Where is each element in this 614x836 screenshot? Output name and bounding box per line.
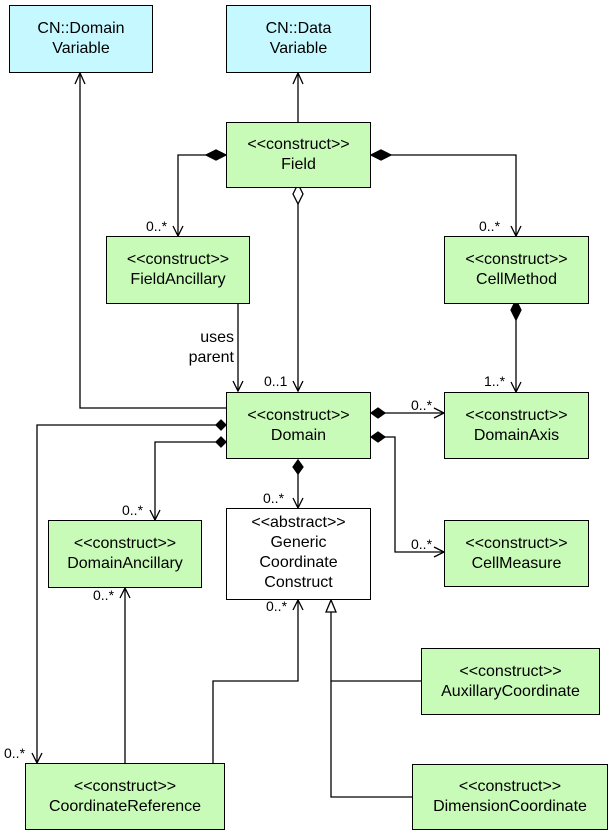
composition-diamond-cellmeasure xyxy=(369,431,387,443)
coordinate-reference-box: <<construct>> CoordinateReference xyxy=(25,763,225,830)
cell-measure-stereotype: <<construct>> xyxy=(465,534,568,552)
cn-domain-variable-line1: CN::Domain xyxy=(37,20,125,37)
multiplicity-field-ancillary: 0..* xyxy=(146,218,168,234)
uses-parent-line2: parent xyxy=(188,349,234,366)
composition-diamond-cellmethod xyxy=(369,149,393,161)
dimension-coordinate-stereotype: <<construct>> xyxy=(458,778,562,795)
dimension-coordinate-box: <<construct>> DimensionCoordinate xyxy=(412,764,608,830)
domain-ancillary-name: DomainAncillary xyxy=(67,555,183,572)
composition-diamond-domainaxis xyxy=(369,407,387,419)
domain-ancillary-stereotype: <<construct>> xyxy=(73,535,177,552)
arrowhead-domainancillary-from-coordref xyxy=(119,586,131,599)
arrowhead-genericcoordinate-from-coordref xyxy=(292,598,304,611)
arrowhead-domain-variable xyxy=(74,71,86,85)
field-ancillary-stereotype: <<construct>> xyxy=(126,251,230,268)
composition-diamond-domainaxis-cellmethod xyxy=(510,298,522,322)
generic-coordinate-line3: Construct xyxy=(264,574,333,591)
multiplicity-domain-from-field: 0..1 xyxy=(264,373,288,389)
field-ancillary-box: <<construct>> FieldAncillary xyxy=(106,236,250,304)
domain-stereotype: <<construct>> xyxy=(247,406,350,424)
cn-data-variable-line2: Variable xyxy=(269,40,328,57)
domain-to-domainancillary-line xyxy=(154,441,216,520)
auxcoord-generalization-line xyxy=(330,612,421,682)
domain-to-cellmeasure-line xyxy=(385,436,444,553)
coordref-to-genericcoordinate-line xyxy=(212,600,299,763)
dimension-coordinate-name: DimensionCoordinate xyxy=(433,798,587,815)
cn-data-variable-line1: CN::Data xyxy=(265,20,332,37)
field-to-fieldancillary-line xyxy=(177,154,226,236)
multiplicity-coordinate-reference: 0..* xyxy=(4,745,26,761)
domain-to-coordinatereference-line xyxy=(36,424,216,763)
uses-parent-line1: uses xyxy=(200,329,234,346)
uses-parent-label: uses parent xyxy=(176,328,234,368)
multiplicity-domain-axis-from-domain: 0..* xyxy=(411,397,433,413)
arrowhead-domain-from-fieldancillary xyxy=(232,380,244,393)
cn-domain-variable-box: CN::Domain Variable xyxy=(9,5,153,73)
coordinate-reference-stereotype: <<construct>> xyxy=(73,777,177,795)
auxiliary-coordinate-name: AuxillaryCoordinate xyxy=(441,682,580,700)
cn-domain-variable-line2: Variable xyxy=(52,40,110,57)
cell-method-name: CellMethod xyxy=(476,271,557,288)
cell-method-box: <<construct>> CellMethod xyxy=(444,236,589,304)
domain-axis-box: <<construct>> DomainAxis xyxy=(444,392,589,459)
domain-ancillary-box: <<construct>> DomainAncillary xyxy=(48,520,202,588)
composition-diamond-coordinatereference xyxy=(215,419,227,431)
generalization-triangle xyxy=(325,598,337,613)
generic-coordinate-construct-box: <<abstract>> Generic Coordinate Construc… xyxy=(226,508,371,600)
composition-diamond-domainancillary xyxy=(215,436,227,448)
generic-coordinate-stereotype: <<abstract>> xyxy=(251,514,346,531)
generic-coordinate-line1: Generic xyxy=(270,534,327,551)
generic-coordinate-line2: Coordinate xyxy=(259,554,338,571)
cell-measure-box: <<construct>> CellMeasure xyxy=(444,520,589,587)
domain-to-domain-variable-line xyxy=(79,73,226,409)
composition-diamond-fieldancillary xyxy=(204,149,228,161)
domain-box: <<construct>> Domain xyxy=(226,392,371,459)
multiplicity-domain-ancillary-from-coordref: 0..* xyxy=(93,587,115,603)
field-ancillary-name: FieldAncillary xyxy=(130,271,226,288)
multiplicity-domain-ancillary: 0..* xyxy=(122,502,144,518)
field-stereotype: <<construct>> xyxy=(247,136,350,153)
arrowhead-data-variable xyxy=(292,71,304,85)
multiplicity-generic-coordinate-from-coordref: 0..* xyxy=(266,598,288,614)
field-name: Field xyxy=(281,156,316,173)
field-to-cellmethod-line xyxy=(371,154,517,236)
composition-diamond-genericcoordinate xyxy=(292,458,304,476)
aggregation-diamond-domain xyxy=(292,182,304,206)
multiplicity-cell-method: 0..* xyxy=(479,218,501,234)
cn-data-variable-box: CN::Data Variable xyxy=(226,5,371,73)
multiplicity-generic-coordinate: 0..* xyxy=(263,490,285,506)
auxiliary-coordinate-box: <<construct>> AuxillaryCoordinate xyxy=(421,648,600,715)
cell-measure-name: CellMeasure xyxy=(471,554,562,572)
arrowhead-domain-from-field xyxy=(292,380,304,393)
multiplicity-cell-measure: 0..* xyxy=(411,536,433,552)
dimcoord-generalization-line xyxy=(330,681,412,798)
cell-method-stereotype: <<construct>> xyxy=(465,251,568,268)
domain-axis-stereotype: <<construct>> xyxy=(465,406,568,424)
domain-name: Domain xyxy=(270,426,327,444)
coordinate-reference-name: CoordinateReference xyxy=(48,797,202,815)
multiplicity-domain-axis-from-cell-method: 1..* xyxy=(484,373,506,389)
auxiliary-coordinate-stereotype: <<construct>> xyxy=(459,662,562,680)
field-box: <<construct>> Field xyxy=(226,122,371,188)
domain-axis-name: DomainAxis xyxy=(473,426,560,444)
